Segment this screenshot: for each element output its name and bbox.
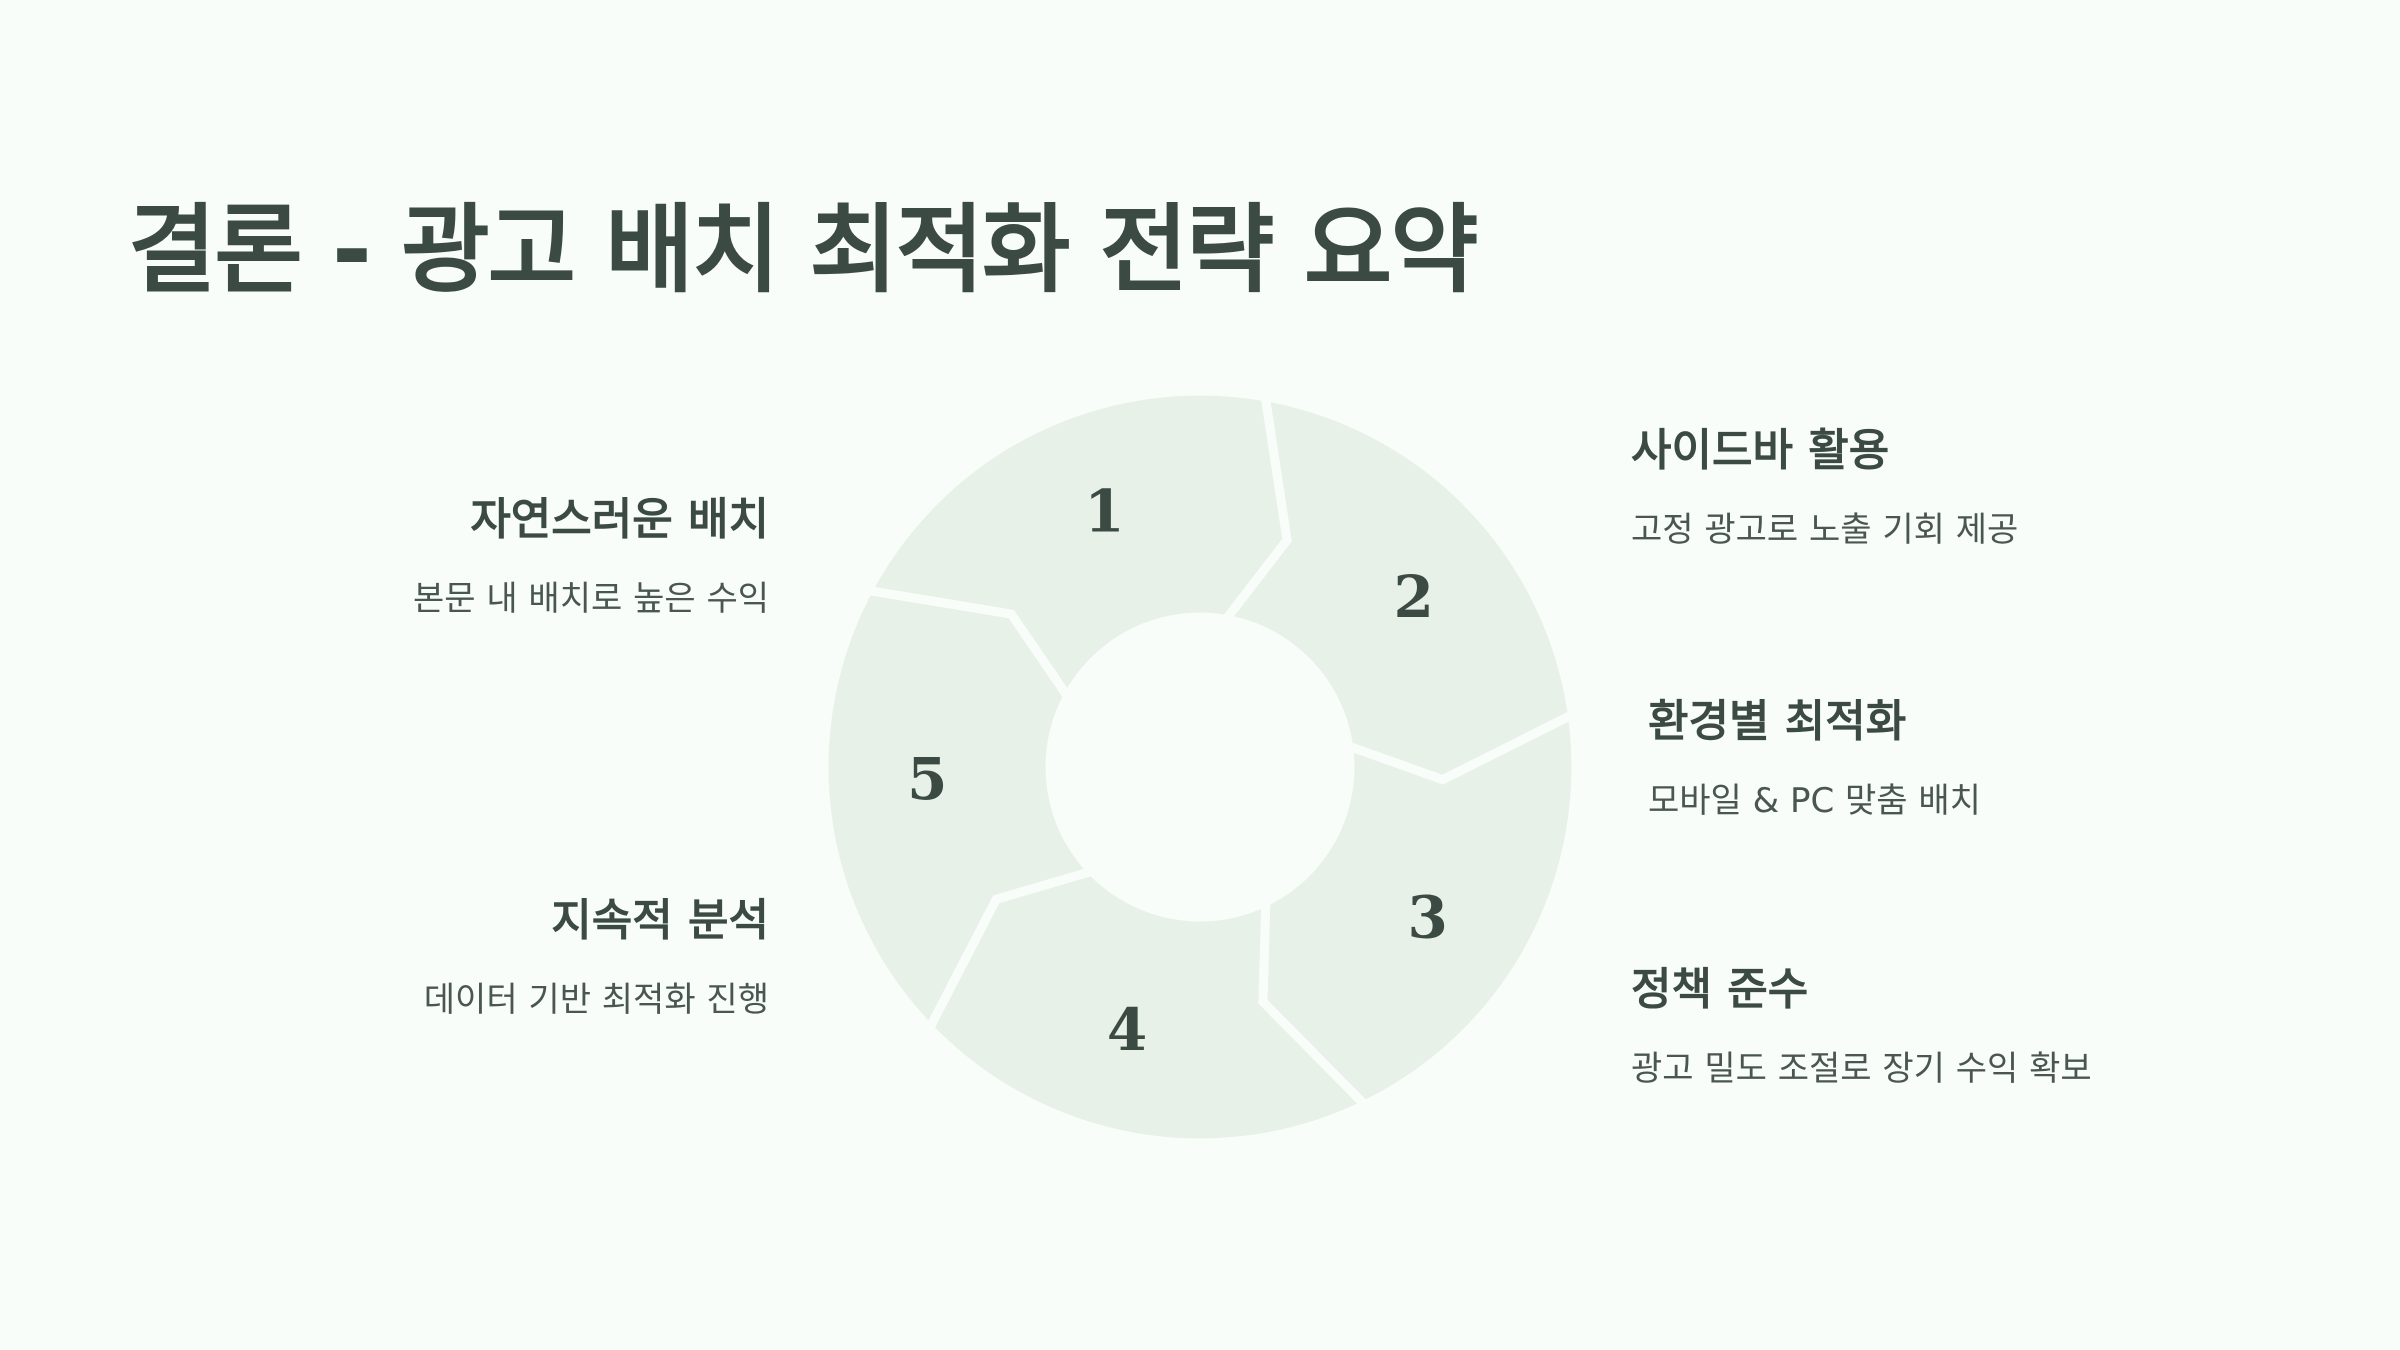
step-5-number: 5 <box>907 745 947 813</box>
step-4-description: 광고 밀도 조절로 장기 수익 확보 <box>1631 1048 2092 1089</box>
step-2-description: 고정 광고로 노출 기회 제공 <box>1631 509 2019 550</box>
step-4-number: 4 <box>1107 996 1147 1064</box>
step-4-heading: 정책 준수 <box>1631 964 1809 1015</box>
step-5-label: 지속적 분석 데이터 기반 최적화 진행 <box>169 895 769 1021</box>
step-2-heading: 사이드바 활용 <box>1631 425 1890 476</box>
step-4-label: 정책 준수 광고 밀도 조절로 장기 수익 확보 <box>1631 964 2231 1090</box>
step-5-description: 데이터 기반 최적화 진행 <box>423 979 769 1020</box>
step-1-number: 1 <box>1084 477 1124 545</box>
step-2-number: 2 <box>1394 563 1434 631</box>
step-1-heading: 자연스러운 배치 <box>470 494 769 545</box>
step-2-label: 사이드바 활용 고정 광고로 노출 기회 제공 <box>1631 425 2231 551</box>
cycle-center-hole <box>1050 617 1350 917</box>
step-1-label: 자연스러운 배치 본문 내 배치로 높은 수익 <box>169 494 769 620</box>
step-3-heading: 환경별 최적화 <box>1648 696 1907 747</box>
step-3-description: 모바일 & PC 맞춤 배치 <box>1648 780 1981 821</box>
page-title: 결론 - 광고 배치 최적화 전략 요약 <box>128 194 1479 306</box>
step-5-heading: 지속적 분석 <box>551 895 769 946</box>
step-3-label: 환경별 최적화 모바일 & PC 맞춤 배치 <box>1648 696 2248 822</box>
step-1-description: 본문 내 배치로 높은 수익 <box>412 578 769 619</box>
step-3-number: 3 <box>1408 884 1448 952</box>
